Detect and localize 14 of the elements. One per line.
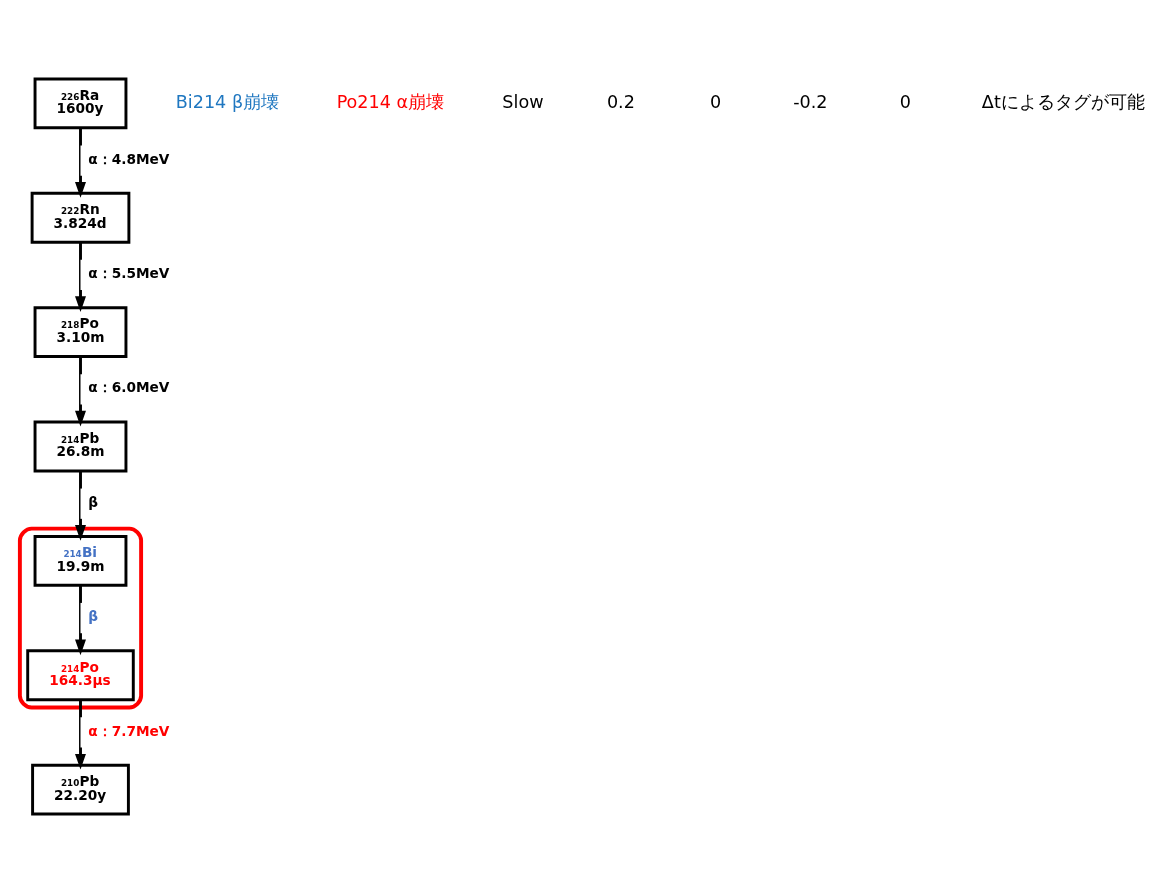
label: 0 [710,91,722,112]
edge-label: α：4.8MeV [88,150,170,167]
label: Po214 α崩壊 [336,91,445,112]
label: 0 [899,91,911,112]
label: Δtによるタグが可能 [981,91,1145,112]
label: -0.2 [793,91,828,112]
label: Slow [502,91,544,112]
label: Bi214 β崩壊 [175,91,280,112]
edge-label: β [88,608,99,625]
edge-label: α：5.5MeV [88,265,170,282]
edge-label: α：6.0MeV [88,379,170,396]
label: 0.2 [606,91,635,112]
edge-label: α：7.7MeV [88,722,170,739]
edge-label: β [88,493,99,510]
